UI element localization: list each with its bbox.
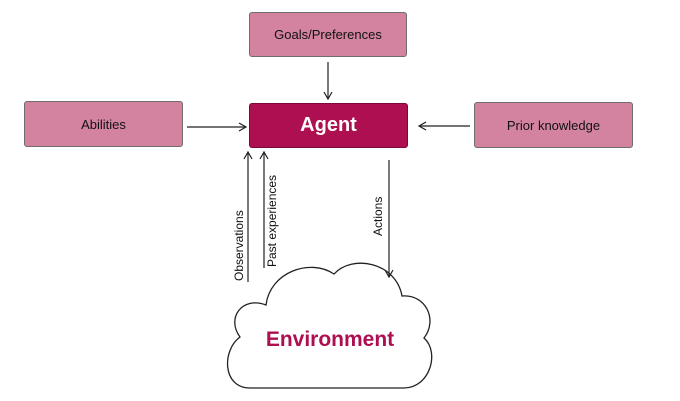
- goals-preferences-label: Goals/Preferences: [274, 27, 382, 42]
- prior-knowledge-label: Prior knowledge: [506, 117, 601, 133]
- environment-label: Environment: [265, 328, 395, 351]
- agent-node: Agent: [249, 103, 408, 148]
- past-experiences-edge-label: Past experiences: [265, 174, 279, 267]
- environment-cloud: [227, 262, 433, 389]
- abilities-node: Abilities: [24, 101, 183, 147]
- agent-label: Agent: [300, 114, 357, 136]
- goals-preferences-node: Goals/Preferences: [249, 12, 407, 57]
- abilities-label: Abilities: [81, 116, 126, 132]
- observations-edge-label: Observations: [232, 210, 246, 281]
- actions-edge-label: Actions: [371, 196, 385, 236]
- prior-knowledge-node: Prior knowledge: [474, 102, 633, 148]
